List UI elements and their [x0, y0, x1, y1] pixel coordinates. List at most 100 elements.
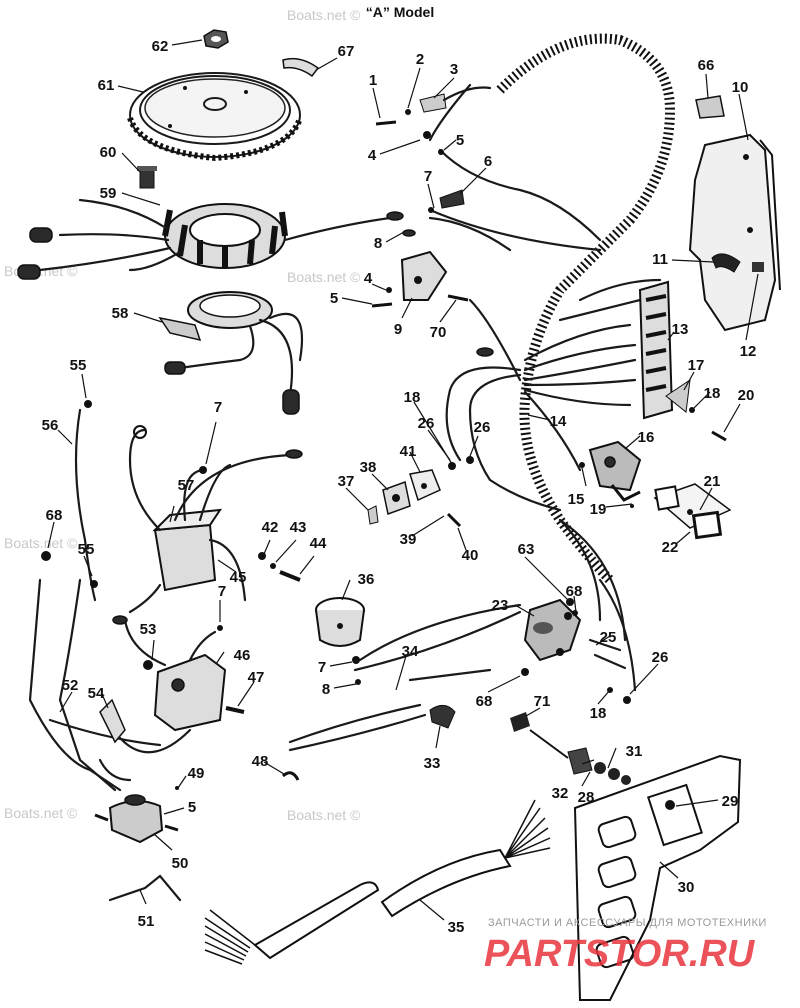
callout: 30: [678, 879, 695, 896]
callout: 20: [738, 387, 755, 404]
callout: 5: [188, 799, 196, 816]
callout: 23: [492, 597, 509, 614]
mounting-bracket: [688, 133, 781, 332]
callout: 28: [578, 789, 595, 806]
callout: 39: [400, 531, 417, 548]
callout: 62: [152, 38, 169, 55]
callout: 44: [310, 535, 327, 552]
battery-cable-2: [353, 610, 522, 672]
callout: 26: [652, 649, 669, 666]
callout: 18: [404, 389, 421, 406]
callout: 57: [178, 477, 195, 494]
retainer: [711, 253, 741, 273]
callout: 46: [234, 647, 251, 664]
trigger: [158, 291, 304, 415]
watermark: Boats.net ©: [287, 7, 361, 23]
terminal-block: [638, 280, 674, 420]
callout: 26: [418, 415, 435, 432]
rectifier-38: [382, 480, 411, 516]
callout: 63: [518, 541, 535, 558]
solenoid-lead: [588, 638, 627, 670]
callout: 40: [462, 547, 479, 564]
callout: 29: [722, 793, 739, 810]
hardware: [41, 109, 727, 790]
callout: 59: [100, 185, 117, 202]
connector-37: [367, 505, 379, 525]
callout: 52: [62, 677, 79, 694]
callout: 67: [338, 43, 355, 60]
callout-labels: 1 2 3 4 5 6 7 8 4 5 9 70 10 11 12 13 14 …: [42, 38, 757, 936]
ignition-coil: [112, 615, 227, 732]
callout: 22: [662, 539, 679, 556]
callout: 16: [638, 429, 655, 446]
callout: 8: [374, 235, 382, 252]
callout: 4: [368, 147, 377, 164]
cable-34c: [408, 668, 492, 682]
callout: 21: [704, 473, 721, 490]
callout: 70: [430, 324, 447, 341]
cable-34a: [288, 703, 422, 744]
screw-12: [752, 262, 764, 272]
key-switch: [588, 440, 642, 502]
callout: 18: [704, 385, 721, 402]
callout: 9: [394, 321, 402, 338]
fuse-holder-6: [439, 189, 465, 209]
terminal-3: [419, 93, 447, 113]
jumper-17: [665, 378, 691, 413]
bracket-41: [409, 469, 441, 502]
callout: 13: [672, 321, 689, 338]
rectifier-9: [400, 250, 448, 301]
callout: 6: [484, 153, 492, 170]
key-plate: [653, 483, 732, 540]
lead-3: [442, 86, 492, 102]
callout: 54: [88, 685, 105, 702]
callout: 33: [424, 755, 441, 772]
callout: 18: [590, 705, 607, 722]
callout: 48: [252, 753, 269, 770]
capacitor: [315, 597, 365, 647]
callout: 55: [70, 357, 87, 374]
jumper-wire: [108, 874, 182, 902]
power-pack: [128, 425, 303, 614]
callout: 58: [112, 305, 129, 322]
fuse-71: [510, 712, 530, 732]
flywheel-key: [282, 57, 320, 78]
callout: 5: [330, 290, 338, 307]
battery-cable: [358, 603, 522, 662]
callout: 38: [360, 459, 377, 476]
callout: 31: [626, 743, 643, 760]
callout: 42: [262, 519, 279, 536]
callout: 25: [600, 629, 617, 646]
flywheel: [127, 72, 303, 162]
flywheel-nut: [203, 29, 229, 49]
callout: 56: [42, 417, 59, 434]
callout: 49: [188, 765, 205, 782]
terminal-31: [594, 762, 631, 785]
callout: 53: [140, 621, 157, 638]
callout: 8: [322, 681, 330, 698]
logo-tagline: ЗАПЧАСТИ И АКСЕССУАРЫ ДЛЯ МОТОТЕХНИКИ: [488, 917, 767, 929]
diagram-title: “A” Model: [366, 4, 434, 20]
logo-brand: PARTSTOR.RU: [484, 933, 756, 975]
cable-34b: [288, 713, 427, 752]
callout: 68: [476, 693, 493, 710]
callout: 55: [78, 541, 95, 558]
watermark: Boats.net ©: [287, 807, 361, 823]
callout: 7: [218, 583, 226, 600]
callout: 10: [732, 79, 749, 96]
callout: 68: [566, 583, 583, 600]
callout: 71: [534, 693, 551, 710]
callout: 7: [318, 659, 326, 676]
callout: 5: [456, 132, 464, 149]
starter-solenoid: [523, 598, 582, 662]
callout: 7: [214, 399, 222, 416]
lead-8: [428, 216, 512, 252]
callout: 43: [290, 519, 307, 536]
callout: 68: [46, 507, 63, 524]
switch-50: [94, 794, 179, 844]
callout: 26: [474, 419, 491, 436]
clamp-33: [429, 705, 456, 729]
callout: 60: [100, 144, 117, 161]
callout: 3: [450, 61, 458, 78]
